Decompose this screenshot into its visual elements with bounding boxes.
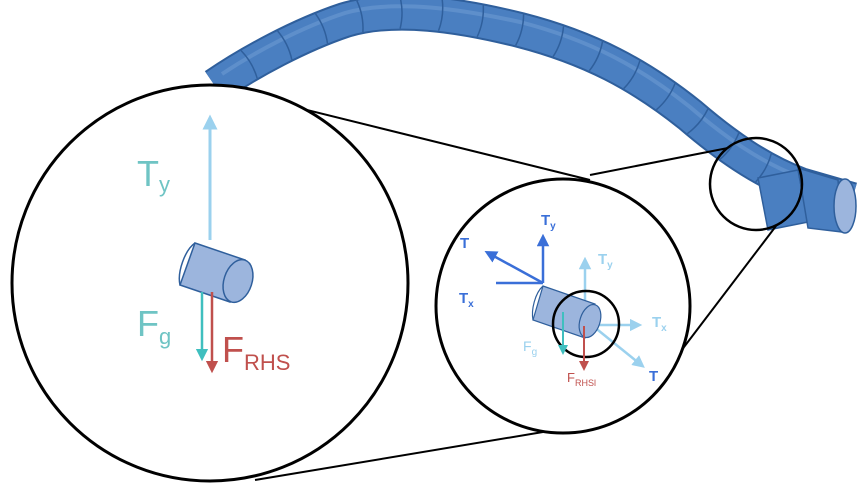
large-fg-label: Fg [137,303,171,349]
segmented-cable [204,0,857,234]
medium-tx-light-sub: x [661,323,667,334]
large-ty-main: T [137,153,159,194]
medium-t-light-label: T [649,368,658,385]
medium-frhs-sub: RHSl [575,378,596,388]
medium-ty-light-main: T [598,251,607,268]
large-fg-sub: g [159,324,171,349]
medium-ty-light-label: Ty [598,251,613,271]
cable-body [204,0,857,218]
cable-end-face [833,178,857,234]
cable-joint [655,83,676,111]
cable-joint [623,60,641,90]
medium-ty-dark-sub: y [550,221,556,232]
cable-joint [515,14,525,46]
medium-tx-dark-label: Tx [459,290,474,310]
cable-joint [755,153,772,183]
medium-tx-light-main: T [652,314,661,331]
medium-fg-label: Fg [523,338,537,358]
large-frhs-label: FRHS [222,329,290,375]
cable-joint [314,13,329,44]
medium-tx-dark-sub: x [468,299,474,310]
large-cylinder [178,242,254,304]
large-fg-main: F [137,303,159,344]
large-view: Ty Fg FRHS [137,114,290,375]
small-zoom-circle [708,136,804,232]
cable-joint [552,26,565,57]
cable-joint [719,132,740,160]
cable-joint [277,30,293,60]
medium-tx-dark-main: T [459,290,468,307]
cable-end-segments [757,166,857,234]
medium-t-dark-label: T [460,235,469,252]
medium-frhs-main: F [567,370,575,385]
cable-joint [686,108,709,135]
large-ty-label: Ty [137,153,170,197]
medium-tx-light-label: Tx [652,314,667,334]
large-frhs-sub: RHS [244,350,290,375]
nested-zoom-circle [551,289,621,359]
large-ty-sub: y [159,172,170,197]
medium-frhs-label: FRHSl [567,370,596,388]
cable-joint [356,0,364,33]
medium-ty-dark-label: Ty [541,212,556,232]
medium-t-dark-arrow [484,250,544,285]
large-frhs-main: F [222,329,244,370]
medium-view: T Ty Tx Ty Tx T Fg FRHSl [459,212,667,388]
cable-joint [240,50,258,79]
medium-ty-dark-main: T [541,212,550,229]
medium-ty-light-sub: y [607,260,613,271]
cable-joint [437,0,444,32]
medium-fg-sub: g [532,347,538,358]
cable-segment-joints [240,0,772,183]
cable-joint [588,41,604,72]
medium-fg-main: F [523,338,532,354]
cable-joint [476,5,485,38]
cable-joint [399,0,403,29]
